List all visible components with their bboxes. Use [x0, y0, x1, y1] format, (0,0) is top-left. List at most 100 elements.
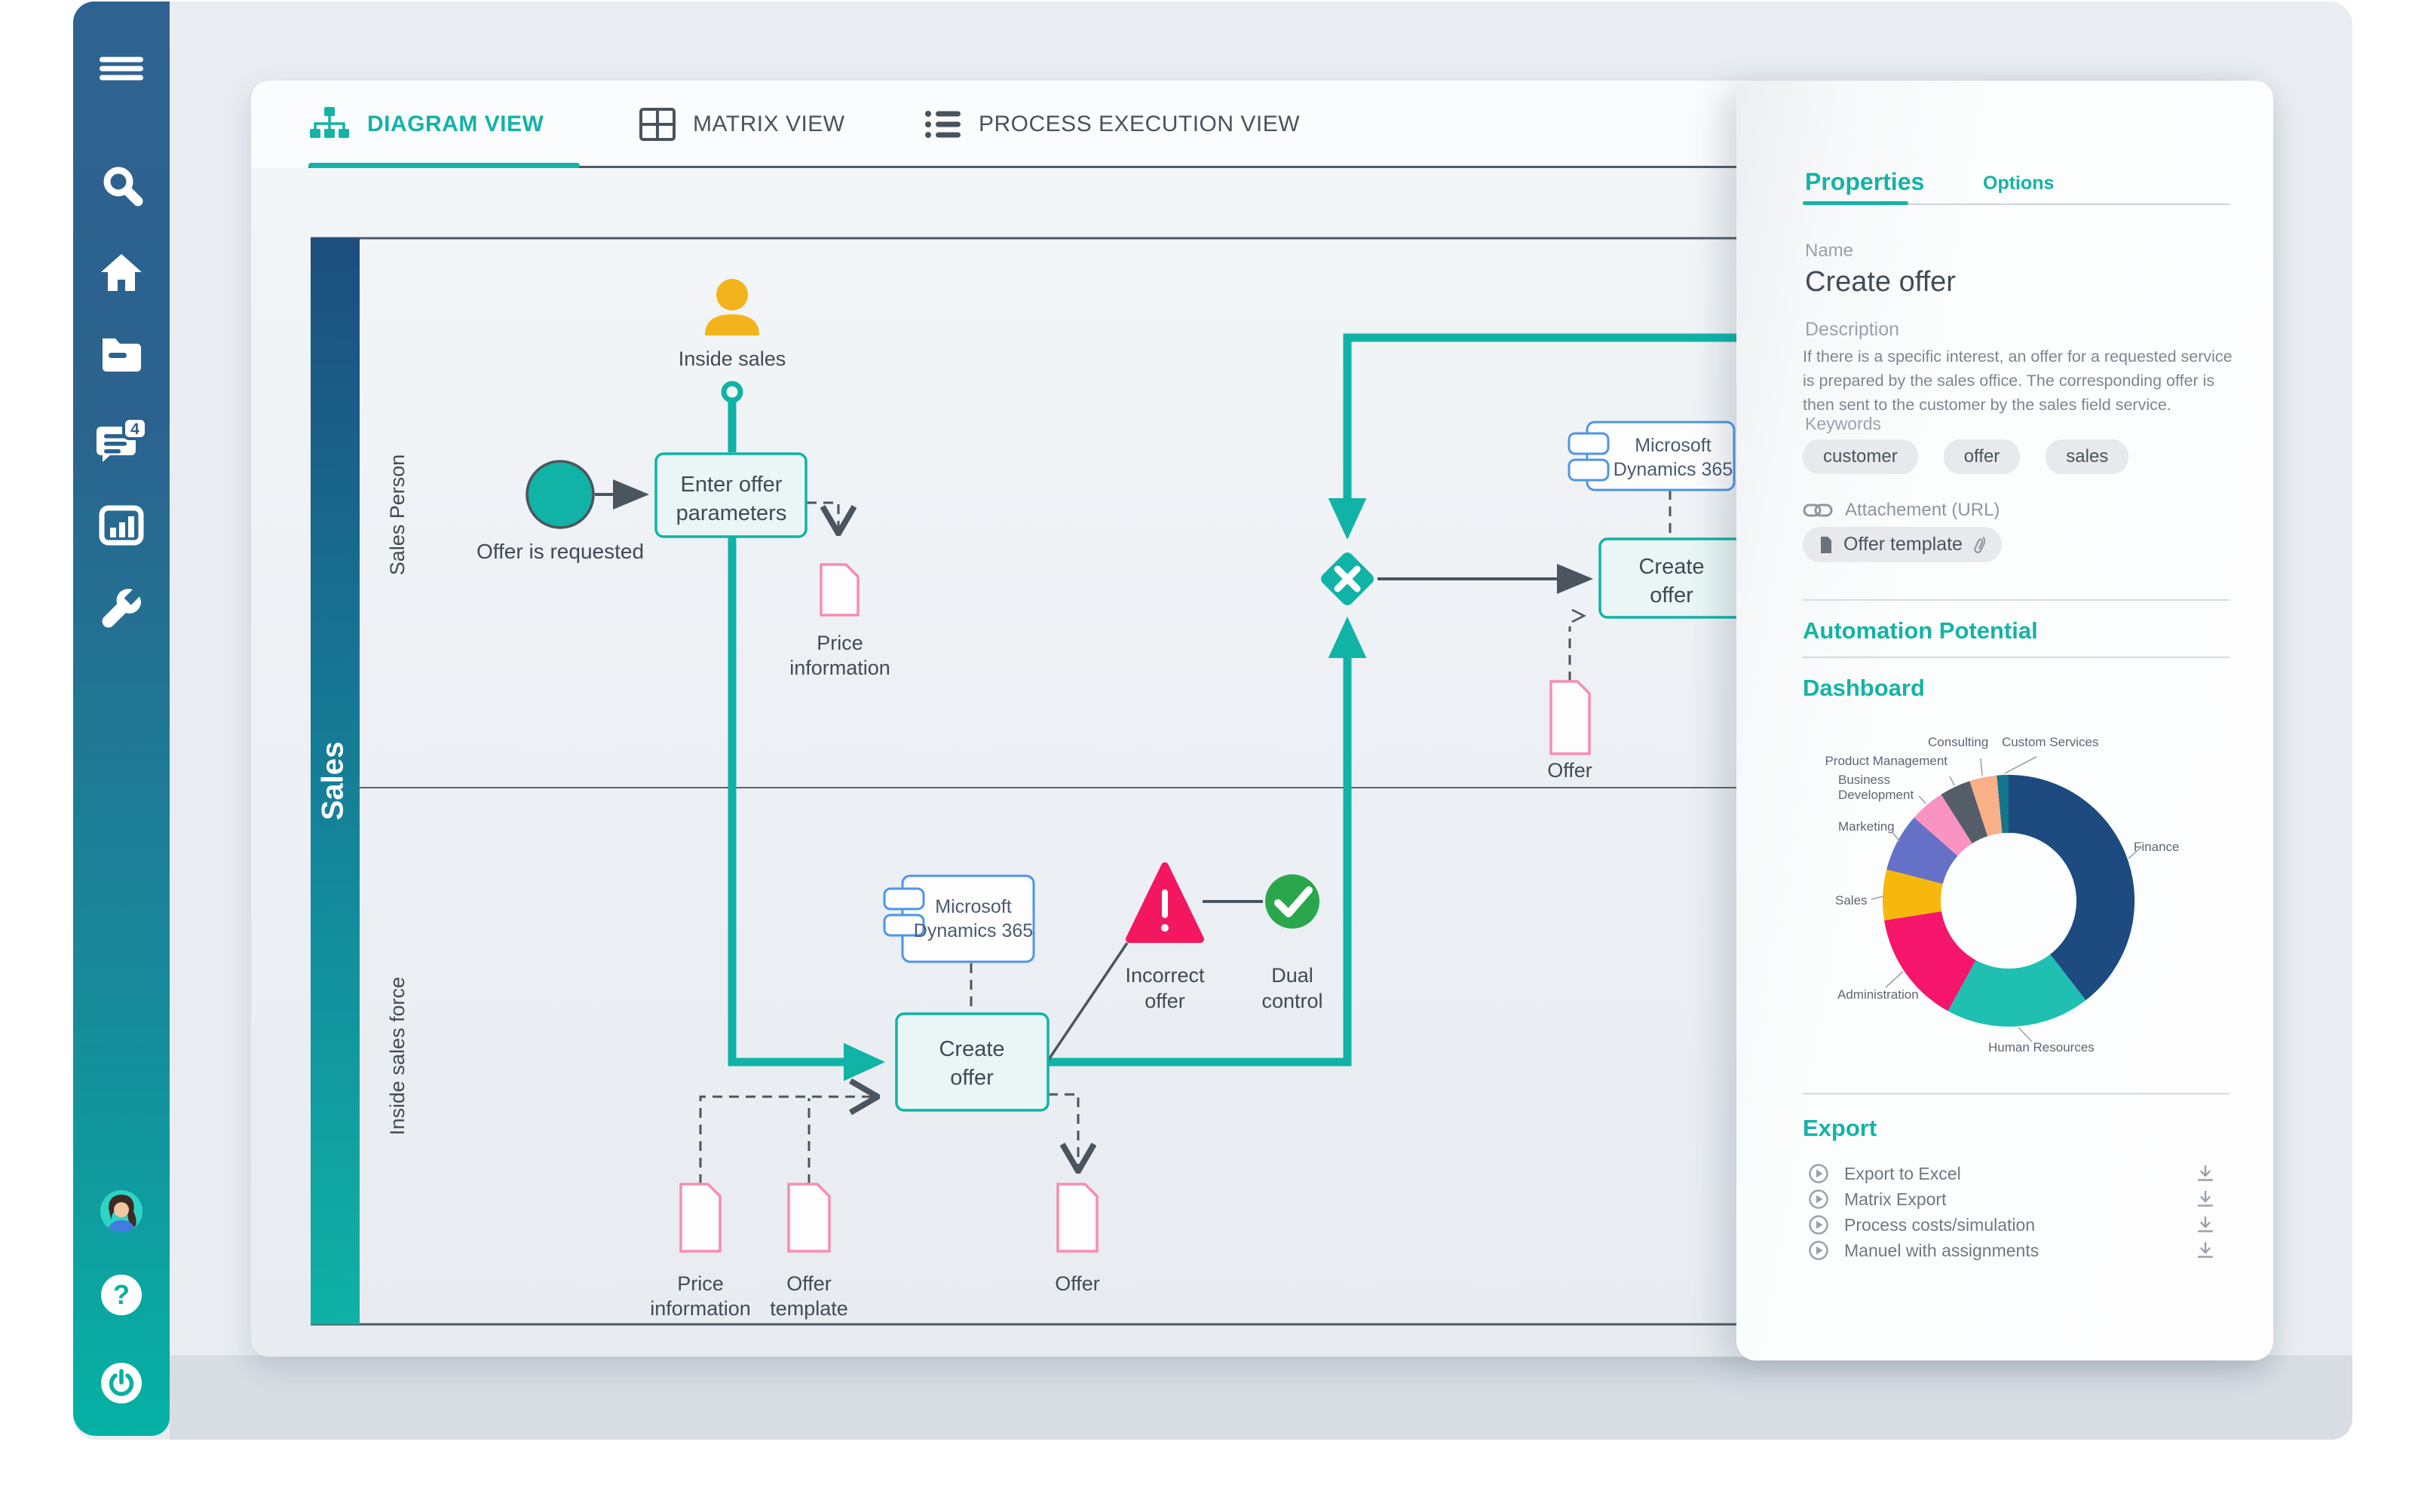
flow-start-dot: [721, 381, 743, 403]
actor-inside-sales[interactable]: Inside sales: [679, 279, 786, 370]
keyword-pill[interactable]: offer: [1943, 439, 2021, 474]
bottom-strip: [170, 1355, 2352, 1440]
export-item-process-costs[interactable]: Process costs/simulation: [1808, 1214, 2215, 1236]
donut-segment-marketing[interactable]: [1886, 817, 1958, 884]
diagram-view-icon: [310, 107, 349, 138]
download-icon[interactable]: [2196, 1189, 2215, 1209]
tab-diagram-view[interactable]: DIAGRAM VIEW: [308, 81, 544, 168]
system-dynamics-top[interactable]: Microsoft Dynamics 365: [1568, 421, 1736, 491]
task-enter-offer-parameters[interactable]: Enter offer parameters: [654, 452, 808, 538]
active-tab-underline: [308, 163, 580, 168]
name-label: Name: [1805, 240, 1854, 261]
doc-label-line1: Price: [817, 632, 863, 654]
warning-incorrect-offer[interactable]: Incorrect offer: [1125, 862, 1205, 1012]
doc-offer-bottom[interactable]: Offer: [1055, 1183, 1100, 1295]
task-label-line2: offer: [950, 1066, 994, 1090]
donut-label-marketing: Marketing: [1838, 819, 1895, 834]
start-event-label: Offer is requested: [477, 540, 644, 563]
task-label-line1: Create: [939, 1037, 1004, 1061]
donut-segment-product-management[interactable]: [1941, 781, 1988, 843]
export-heading[interactable]: Export: [1803, 1115, 1877, 1141]
check-dual-control[interactable]: Dual control: [1261, 874, 1323, 1012]
doc-label-line2: information: [650, 1297, 751, 1320]
bar-chart-icon[interactable]: [99, 505, 144, 546]
bpmn-diagram: Sales Sales Person Inside sales force: [311, 237, 1799, 1326]
donut-segment-finance[interactable]: [2009, 775, 2135, 1000]
play-circle-icon: [1809, 1189, 1828, 1209]
task-create-offer-bottom[interactable]: Create offer: [895, 1012, 1050, 1112]
system-label-line1: Microsoft: [935, 896, 1011, 917]
doc-price-information-bottom[interactable]: Price information: [650, 1183, 751, 1320]
doc-offer-template[interactable]: Offer template: [770, 1183, 848, 1320]
download-icon[interactable]: [2196, 1215, 2215, 1235]
task-label-line1: Enter offer: [681, 473, 783, 497]
tab-matrix-view[interactable]: MATRIX VIEW: [639, 81, 845, 168]
attachment-row: Attachement (URL): [1803, 500, 2000, 521]
download-icon[interactable]: [2196, 1241, 2215, 1260]
donut-segment-consulting[interactable]: [1969, 775, 2003, 837]
avatar[interactable]: [100, 1189, 143, 1233]
doc-price-information-top[interactable]: Price information: [789, 563, 890, 679]
donut-label-sales: Sales: [1835, 893, 1868, 908]
process-execution-view-icon: [925, 111, 961, 138]
export-item-matrix[interactable]: Matrix Export: [1808, 1188, 2215, 1211]
home-icon[interactable]: [100, 252, 143, 292]
keyword-pill[interactable]: customer: [1803, 439, 1918, 474]
panel-tab-divider: [1803, 204, 2229, 205]
dashed-associations: [699, 490, 1672, 1184]
donut-label-administration: Administration: [1837, 987, 1919, 1002]
export-item-label: Manuel with assignments: [1844, 1240, 2039, 1260]
attachment-pill[interactable]: Offer template: [1803, 527, 2002, 562]
system-label-line2: Dynamics 365: [1613, 459, 1733, 480]
badge-count: 4: [130, 421, 139, 438]
link-task-triangle: [1047, 942, 1129, 1061]
donut-segment-sales[interactable]: [1883, 869, 1943, 921]
power-icon[interactable]: [100, 1362, 143, 1404]
donut-label-product-management: Product Management: [1825, 754, 1948, 768]
task-label-line2: offer: [1650, 583, 1693, 608]
donut-segment-custom-services[interactable]: [1997, 774, 2009, 834]
divider: [1803, 1093, 2229, 1094]
system-label-line2: Dynamics 365: [914, 920, 1033, 941]
download-icon[interactable]: [2196, 1164, 2215, 1183]
export-item-label: Matrix Export: [1844, 1189, 1947, 1209]
start-event[interactable]: [526, 460, 595, 529]
xor-gateway[interactable]: [1319, 550, 1376, 608]
divider: [1803, 657, 2229, 658]
hamburger-menu-icon[interactable]: [100, 54, 143, 84]
dashboard-heading[interactable]: Dashboard: [1803, 675, 1925, 701]
actor-label: Inside sales: [679, 347, 786, 370]
automation-potential-heading[interactable]: Automation Potential: [1803, 617, 2038, 644]
wrench-icon[interactable]: [100, 589, 143, 632]
export-item-label: Export to Excel: [1844, 1163, 1961, 1183]
view-tabbar: DIAGRAM VIEW MATRIX VIEW PROCESS EXECUTI…: [251, 81, 2273, 168]
donut-segment-administration[interactable]: [1884, 911, 1976, 1012]
panel-tab-properties[interactable]: Properties: [1805, 168, 1925, 195]
donut-segment-human-resources[interactable]: [1948, 954, 2086, 1027]
export-item-excel[interactable]: Export to Excel: [1808, 1162, 2215, 1185]
check-label-line2: control: [1261, 990, 1322, 1012]
warning-label-line1: Incorrect: [1125, 964, 1205, 987]
tab-label: DIAGRAM VIEW: [367, 112, 544, 136]
properties-panel: Properties Options Name Create offer Des…: [1736, 81, 2273, 1360]
keyword-pill[interactable]: sales: [2046, 439, 2129, 474]
doc-label-line1: Offer: [786, 1272, 832, 1295]
system-dynamics-middle[interactable]: Microsoft Dynamics 365: [883, 874, 1035, 963]
teal-flow-lines: [728, 333, 1740, 1082]
pool-header-bar[interactable]: [311, 238, 360, 1324]
link-icon: [1803, 503, 1833, 517]
doc-offer-right[interactable]: Offer: [1547, 680, 1592, 782]
play-circle-icon: [1809, 1164, 1828, 1183]
description-text: If there is a specific interest, an offe…: [1803, 347, 2233, 414]
tab-process-execution-view[interactable]: PROCESS EXECUTION VIEW: [924, 81, 1300, 168]
donut-label-custom-services: Custom Services: [2002, 735, 2099, 749]
tasks-badge-icon[interactable]: 4: [95, 418, 148, 464]
donut-segment-business-development[interactable]: [1914, 794, 1972, 856]
export-item-manual[interactable]: Manuel with assignments: [1808, 1239, 2215, 1262]
play-circle-icon: [1809, 1215, 1828, 1235]
panel-tab-options[interactable]: Options: [1983, 173, 2055, 194]
search-icon[interactable]: [100, 163, 143, 207]
folder-icon[interactable]: [100, 337, 143, 372]
matrix-view-icon: [639, 108, 676, 141]
help-icon[interactable]: ?: [100, 1274, 143, 1316]
